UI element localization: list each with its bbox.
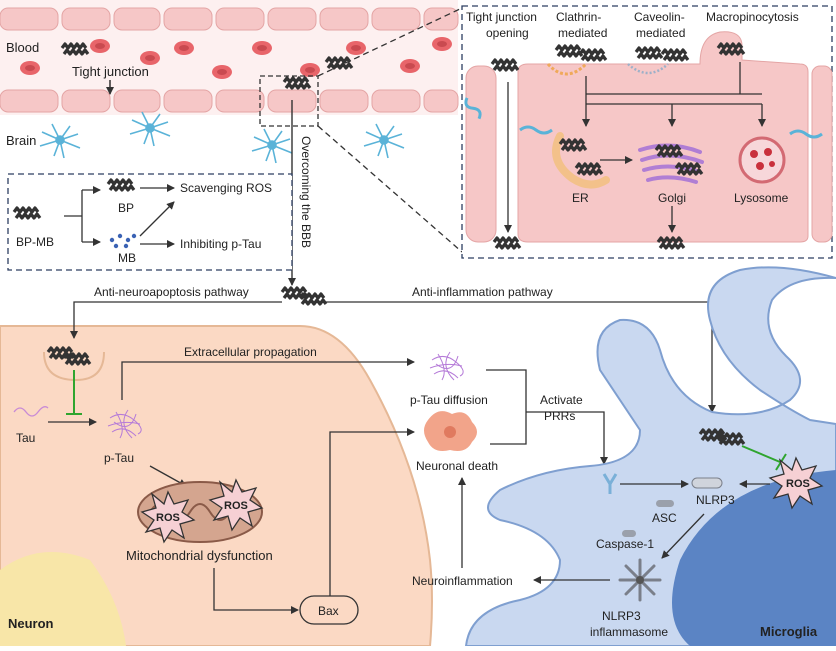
- astrocyte-icon: [129, 111, 171, 147]
- ros-label: ROS: [156, 512, 180, 524]
- astrocyte-icon: [251, 128, 293, 164]
- er-label: ER: [572, 191, 589, 205]
- bp-label: BP: [118, 201, 134, 215]
- bp-mb-label: BP-MB: [16, 235, 54, 249]
- bp-nanosheet-icon: [660, 48, 690, 62]
- mb-dots-icon: [109, 233, 137, 249]
- brain-label: Brain: [6, 133, 36, 148]
- clathrin-label-1: Clathrin-: [556, 10, 601, 24]
- bax-node: [299, 595, 359, 625]
- caspase-capsule-icon: [622, 530, 636, 537]
- inflammasome-label-2: inflammasome: [590, 625, 668, 639]
- extracellular-propagation-label: Extracellular propagation: [184, 345, 317, 359]
- bp-nanosheet-icon: [656, 236, 686, 250]
- neuroinflammation-label: Neuroinflammation: [412, 574, 513, 588]
- bp-mb-legend: BP-MB BP MB Scavenging ROS Inhibiting p-…: [7, 173, 293, 271]
- inflammasome-label-1: NLRP3: [602, 609, 641, 623]
- middle-region: p-Tau diffusion Neuronal death Activate …: [410, 351, 608, 568]
- bbb-panel: Blood Tight junction Brain Overcoming th…: [0, 0, 463, 286]
- microglia-ros-label: ROS: [786, 478, 810, 490]
- zoom-box: [259, 75, 319, 127]
- macropinocytosis-label: Macropinocytosis: [706, 10, 799, 24]
- transport-panel: Tight junction opening Clathrin- mediate…: [461, 5, 833, 259]
- bp-nanosheet-icon: [62, 352, 92, 366]
- p-tau-label: p-Tau: [104, 451, 134, 465]
- neuron-label: Neuron: [8, 616, 54, 631]
- caveolin-label-2: mediated: [636, 26, 685, 40]
- bax-label: Bax: [318, 604, 339, 618]
- tau-label: Tau: [16, 431, 35, 445]
- bp-nanosheet-icon: [60, 42, 90, 56]
- endothelial-row-top: [0, 7, 459, 31]
- p-tau-tangle-icon: [429, 351, 464, 381]
- prr-receptor-icon: [602, 473, 618, 494]
- endothelial-cell: [517, 31, 809, 243]
- neuron-nucleus: [0, 552, 126, 646]
- mb-label: MB: [118, 251, 136, 265]
- bp-nanosheet-icon: [282, 76, 312, 90]
- dead-neuron-icon: [424, 411, 477, 451]
- blood-label: Blood: [6, 40, 39, 55]
- pathways: Anti-neuroapoptosis pathway Anti-inflamm…: [70, 285, 716, 413]
- anti-inflammation-label: Anti-inflammation pathway: [412, 285, 553, 299]
- er-organelle-icon: [552, 132, 610, 189]
- tj-opening-label-2: opening: [486, 26, 529, 40]
- ros-label-2: ROS: [224, 500, 248, 512]
- overcoming-bbb-label: Overcoming the BBB: [299, 136, 313, 248]
- asc-label: ASC: [652, 511, 677, 525]
- tau-protein-icon: [13, 406, 49, 417]
- caspase-label: Caspase-1: [596, 537, 654, 551]
- lysosome-label: Lysosome: [734, 191, 789, 205]
- microglia-cell: ROS NLRP3 ASC Caspase-1 Neuroinflammatio…: [412, 266, 836, 647]
- microglia-nucleus: [672, 470, 836, 646]
- endothelial-row-bottom: [0, 89, 459, 113]
- bp-nanosheet-icon: [492, 236, 522, 250]
- bp-nanosheet-icon: [554, 44, 584, 58]
- p-tau-diffusion-label: p-Tau diffusion: [410, 393, 488, 407]
- scavenging-ros-label: Scavenging ROS: [180, 181, 272, 195]
- bp-nanosheet-icon: [578, 48, 608, 62]
- astrocyte-icon: [363, 123, 405, 159]
- bp-mb-icon: [12, 206, 42, 220]
- microglia-label: Microglia: [760, 624, 818, 639]
- mitochondrial-dysfunction-label: Mitochondrial dysfunction: [126, 548, 273, 563]
- astrocyte-icon: [39, 123, 81, 159]
- bp-icon: [106, 178, 136, 192]
- bp-nanosheet-icon: [654, 144, 684, 158]
- bp-nanosheet-icon: [558, 138, 588, 152]
- anti-neuroapoptosis-label: Anti-neuroapoptosis pathway: [94, 285, 249, 299]
- nlrp3-capsule-icon: [691, 477, 723, 489]
- nlrp3-label: NLRP3: [696, 493, 735, 507]
- bp-nanosheet-icon: [716, 42, 746, 56]
- prrs-label: PRRs: [544, 409, 575, 423]
- asc-capsule-icon: [656, 500, 674, 507]
- golgi-label: Golgi: [658, 191, 686, 205]
- bp-nanosheet-icon: [674, 162, 704, 176]
- tight-junction-label: Tight junction: [72, 64, 149, 79]
- lysosome-organelle-icon: [738, 136, 786, 184]
- clathrin-label-2: mediated: [558, 26, 607, 40]
- bp-nanosheet-icon: [574, 162, 604, 176]
- activate-label: Activate: [540, 393, 583, 407]
- inhibiting-ptau-label: Inhibiting p-Tau: [180, 237, 261, 251]
- bp-nanosheet-icon: [716, 432, 746, 446]
- bp-nanosheet-icon: [490, 58, 520, 72]
- caveolin-label-1: Caveolin-: [634, 10, 685, 24]
- bp-nanosheet-icon: [298, 292, 328, 306]
- neuron-cell: Tau p-Tau Extracellular propagation ROS …: [0, 325, 433, 647]
- tj-opening-label-1: Tight junction: [466, 10, 537, 24]
- bp-nanosheet-icon: [634, 46, 664, 60]
- neuronal-death-label: Neuronal death: [416, 459, 498, 473]
